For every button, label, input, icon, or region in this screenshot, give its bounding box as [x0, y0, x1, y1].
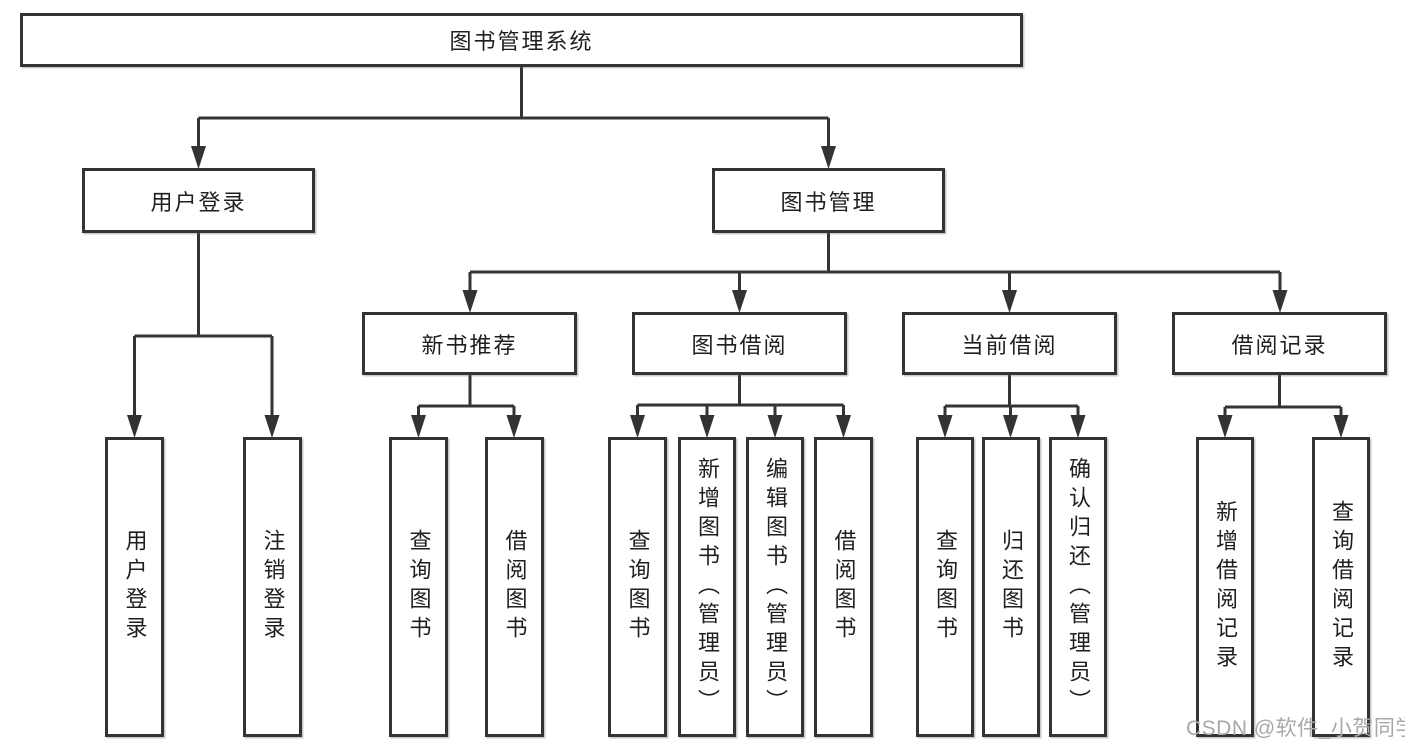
node-current-borrow-label: 当前借阅: [961, 332, 1058, 358]
leaf-borrow-query-book-label: 查询图书: [625, 529, 651, 645]
arrowhead: [411, 415, 426, 438]
leaf-return-book-label: 归还图书: [999, 529, 1024, 645]
arrowhead: [191, 146, 206, 169]
leaf-borrow-book-label: 借阅图书: [831, 529, 857, 645]
connector-records-to-leaves: [1223, 373, 1343, 419]
arrowhead: [1002, 290, 1017, 313]
leaf-query-borrow-record-label: 查询借阅记录: [1329, 500, 1354, 674]
arrowhead: [1272, 290, 1288, 313]
arrowhead: [462, 290, 478, 313]
arrowhead: [767, 415, 783, 438]
node-book-borrow: 图书借阅: [632, 312, 847, 375]
node-user-login: 用户登录: [82, 168, 315, 233]
arrowhead: [699, 415, 715, 438]
leaf-add-borrow-record-label: 新增借阅记录: [1213, 500, 1238, 674]
node-book-management: 图书管理: [712, 168, 945, 233]
leaf-confirm-return-admin: 确认归还（管理员）: [1049, 437, 1107, 737]
node-current-borrow: 当前借阅: [902, 312, 1117, 375]
arrowhead: [630, 415, 645, 438]
leaf-recommend-borrow-book: 借阅图书: [485, 437, 544, 737]
node-borrow-records: 借阅记录: [1172, 312, 1387, 375]
leaf-recommend-query-book-label: 查询图书: [406, 529, 432, 645]
arrowhead: [264, 415, 280, 438]
leaf-current-query-book: 查询图书: [916, 437, 974, 737]
leaf-logout: 注销登录: [243, 437, 302, 737]
arrowhead: [937, 415, 953, 438]
leaf-logout-label: 注销登录: [260, 529, 286, 645]
leaf-borrow-book: 借阅图书: [814, 437, 873, 737]
node-borrow-records-label: 借阅记录: [1231, 332, 1328, 358]
connector-current-to-leaves: [943, 373, 1080, 419]
leaf-recommend-borrow-book-label: 借阅图书: [502, 529, 528, 645]
leaf-confirm-return-admin-label: 确认归还（管理员）: [1066, 456, 1091, 718]
connector-borrow-to-leaves: [636, 373, 845, 419]
connector-newbook-to-leaves: [417, 373, 516, 419]
leaf-borrow-query-book: 查询图书: [608, 437, 667, 737]
leaf-current-query-book-label: 查询图书: [933, 529, 958, 645]
arrowhead: [1217, 415, 1233, 438]
leaf-recommend-query-book: 查询图书: [389, 437, 448, 737]
arrowhead: [732, 290, 747, 313]
connector-userlogin-to-leaves: [133, 231, 274, 419]
node-new-book-recommend: 新书推荐: [362, 312, 577, 375]
connector-bookmgmt-to-level3: [468, 231, 1282, 295]
leaf-user-login-label: 用户登录: [122, 529, 148, 645]
node-root: 图书管理系统: [20, 13, 1023, 67]
node-book-management-label: 图书管理: [780, 189, 877, 215]
watermark: CSDN @软件_小贺同学: [1186, 717, 1405, 740]
node-new-book-recommend-label: 新书推荐: [421, 332, 518, 358]
leaf-add-borrow-record: 新增借阅记录: [1196, 437, 1254, 737]
leaf-add-book-admin: 新增图书（管理员）: [678, 437, 736, 737]
arrowhead: [1070, 415, 1086, 438]
leaf-user-login: 用户登录: [105, 437, 164, 737]
leaf-edit-book-admin-label: 编辑图书（管理员）: [763, 456, 788, 718]
node-book-borrow-label: 图书借阅: [691, 332, 788, 358]
leaf-return-book: 归还图书: [982, 437, 1040, 737]
arrowhead: [836, 415, 851, 438]
leaf-edit-book-admin: 编辑图书（管理员）: [746, 437, 804, 737]
node-root-label: 图书管理系统: [449, 29, 594, 54]
leaf-query-borrow-record: 查询借阅记录: [1312, 437, 1370, 737]
node-user-login-label: 用户登录: [150, 189, 247, 215]
arrowhead: [127, 415, 142, 438]
arrowhead: [1003, 415, 1018, 438]
connector-root-to-level2: [197, 67, 830, 150]
arrowhead: [506, 415, 522, 438]
leaf-add-book-admin-label: 新增图书（管理员）: [695, 456, 720, 718]
arrowhead: [821, 146, 836, 169]
arrowhead: [1333, 415, 1349, 438]
